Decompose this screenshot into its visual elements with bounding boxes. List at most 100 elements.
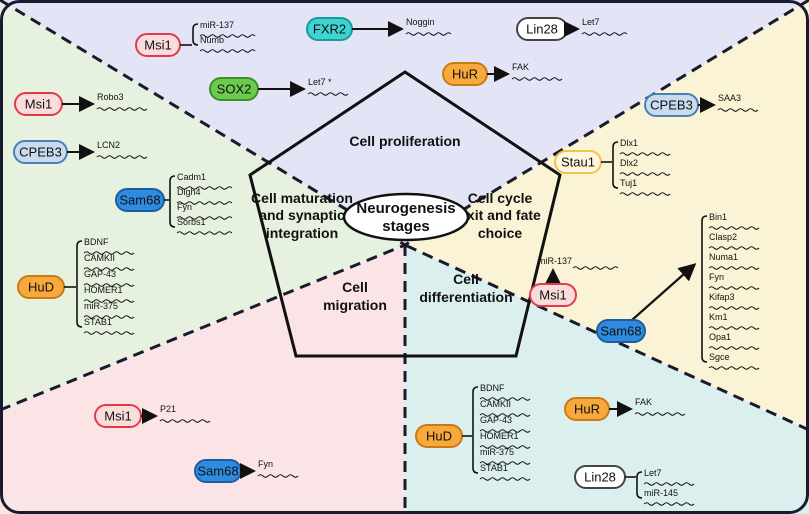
bracket — [76, 240, 83, 328]
stau1-label: Stau1 — [561, 155, 595, 170]
sam68-long-arrow — [631, 263, 697, 321]
lin28-label: Lin28 — [584, 470, 616, 485]
mrna-wave — [708, 326, 760, 330]
bracket — [612, 141, 619, 189]
mrna-wave — [717, 108, 759, 112]
target-label: Tuj1 — [620, 178, 637, 188]
sector-differentiation — [405, 245, 809, 514]
target-label: Kifap3 — [709, 292, 735, 302]
mrna-wave — [176, 201, 233, 205]
mrna-wave — [708, 226, 760, 230]
target-label: STAB1 — [84, 317, 112, 327]
item-fxr2: FXR2 Noggin — [306, 17, 452, 41]
mrna-wave — [83, 283, 135, 287]
fxr2-label: FXR2 — [313, 22, 346, 37]
stage-label-maturation-line3: integration — [266, 225, 338, 241]
center-title-line2: stages — [382, 218, 430, 235]
target-label: HOMER1 — [480, 431, 519, 441]
mrna-wave — [479, 429, 531, 433]
target-label: STAB1 — [480, 463, 508, 473]
mrna-wave — [619, 172, 671, 176]
mrna-wave — [83, 331, 135, 335]
lin28-label: Lin28 — [526, 22, 558, 37]
neurogenesis-pentagon — [248, 70, 562, 358]
target-label: miR-145 — [644, 488, 678, 498]
mrna-wave — [257, 474, 299, 478]
mrna-wave — [708, 346, 760, 350]
cpeb3-label: CPEB3 — [19, 145, 62, 160]
sox2-label: SOX2 — [217, 82, 252, 97]
mrna-wave — [405, 32, 452, 36]
mrna-wave — [708, 246, 760, 250]
center-ellipse — [342, 192, 470, 242]
sam68-label: Sam68 — [119, 193, 160, 208]
sam68-label: Sam68 — [600, 324, 641, 339]
stage-label-differentiation-line2: differentiation — [419, 289, 512, 305]
target-label: Let7 — [582, 17, 600, 27]
mrna-wave — [96, 155, 148, 159]
item-sam68-c: Sam68 Fyn — [194, 459, 299, 483]
item-lin28-a: Lin28 Let7 — [516, 17, 628, 41]
mrna-wave — [479, 397, 531, 401]
sam68-pill — [596, 319, 646, 343]
target-label: Fyn — [709, 272, 724, 282]
target-label: Let7 — [644, 468, 662, 478]
target-label: FAK — [635, 397, 652, 407]
mrna-wave — [479, 477, 531, 481]
mrna-wave — [83, 267, 135, 271]
mrna-wave — [176, 186, 233, 190]
mrna-wave — [176, 231, 233, 235]
mrna-wave — [83, 251, 135, 255]
target-label: Robo3 — [97, 92, 124, 102]
stage-label-cycle-line3: choice — [478, 225, 523, 241]
target-label: SAA3 — [718, 93, 741, 103]
sam68-label: Sam68 — [197, 464, 238, 479]
mrna-wave — [307, 92, 349, 96]
msi1-label: Msi1 — [104, 409, 131, 424]
cpeb3-label: CPEB3 — [650, 98, 693, 113]
mrna-wave — [479, 445, 531, 449]
target-label: CAMKII — [84, 253, 115, 263]
sector-migration — [0, 245, 405, 514]
target-label: Opa1 — [709, 332, 731, 342]
mrna-wave — [479, 413, 531, 417]
target-label: Bin1 — [709, 212, 727, 222]
target-label: Fyn — [177, 202, 192, 212]
item-cpeb3-b: CPEB3 SAA3 — [644, 93, 759, 117]
bracket — [636, 471, 643, 499]
bracket — [169, 175, 176, 228]
stage-label-cycle-line2: exit and fate — [459, 207, 541, 223]
target-label: Numa1 — [709, 252, 738, 262]
msi1-label: Msi1 — [25, 97, 52, 112]
target-label: Sgce — [709, 352, 730, 362]
target-label: Sorbs1 — [177, 217, 206, 227]
target-label: miR-375 — [480, 447, 514, 457]
target-label: P21 — [160, 404, 176, 414]
mrna-wave — [708, 286, 760, 290]
item-msi1-b: Msi1 Robo3 — [14, 92, 148, 116]
msi1-label: Msi1 — [539, 288, 566, 303]
hud-label: HuD — [426, 429, 452, 444]
stage-label-differentiation-line1: Cell — [453, 271, 479, 287]
mrna-wave — [479, 461, 531, 465]
item-msi1-d: Msi1 P21 — [94, 404, 211, 428]
mrna-wave — [572, 266, 619, 270]
stage-label-proliferation: Cell proliferation — [349, 133, 460, 149]
target-label: Noggin — [406, 17, 435, 27]
target-label: GAP-43 — [84, 269, 116, 279]
target-label: FAK — [512, 62, 529, 72]
mrna-wave — [83, 315, 135, 319]
target-label: Fyn — [258, 459, 273, 469]
msi1-label: Msi1 — [144, 38, 171, 53]
item-lin28-b: Lin28 Let7 miR-145 — [574, 465, 695, 506]
